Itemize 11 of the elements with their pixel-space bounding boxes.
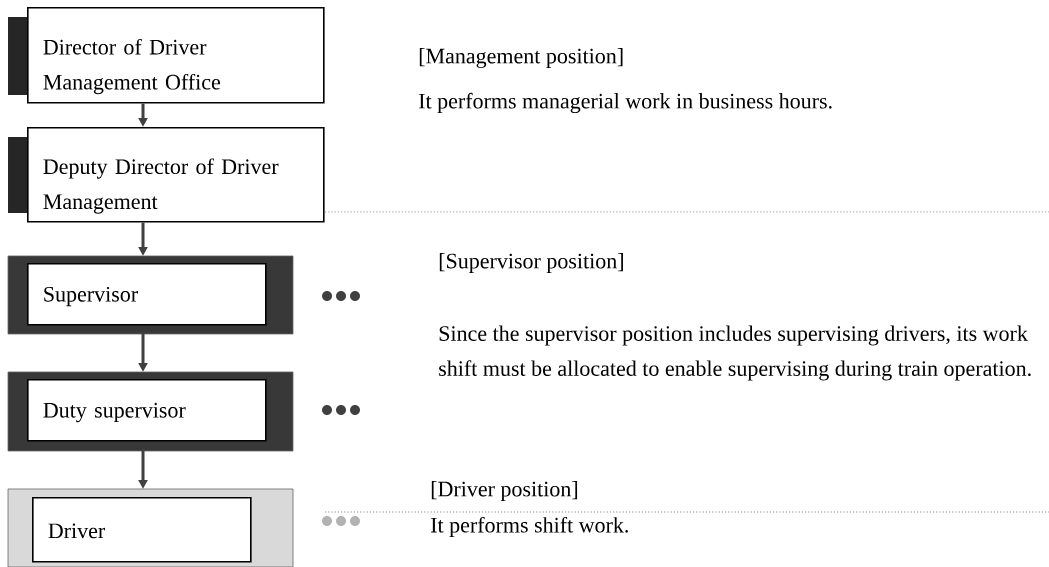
- heading-text: [Management position]: [419, 48, 623, 68]
- heading-text: [Supervisor position]: [439, 253, 623, 273]
- position-box: Driver: [7, 488, 294, 567]
- position-box: Director of Driver Management Office: [8, 7, 325, 104]
- heading-text: [Driver position]: [431, 481, 578, 501]
- position-box: Deputy Director of Driver Management: [8, 127, 325, 223]
- position-box: Duty supervisor: [7, 371, 294, 452]
- description-text: It performs managerial work in business hours.: [419, 92, 832, 114]
- description-text: It performs shift work.: [431, 516, 628, 538]
- position-box: Supervisor: [7, 255, 294, 335]
- description-text: Since the supervisor position includes supervising drivers, its work shift must be allocated to enable supervising during train operation.: [439, 325, 1031, 381]
